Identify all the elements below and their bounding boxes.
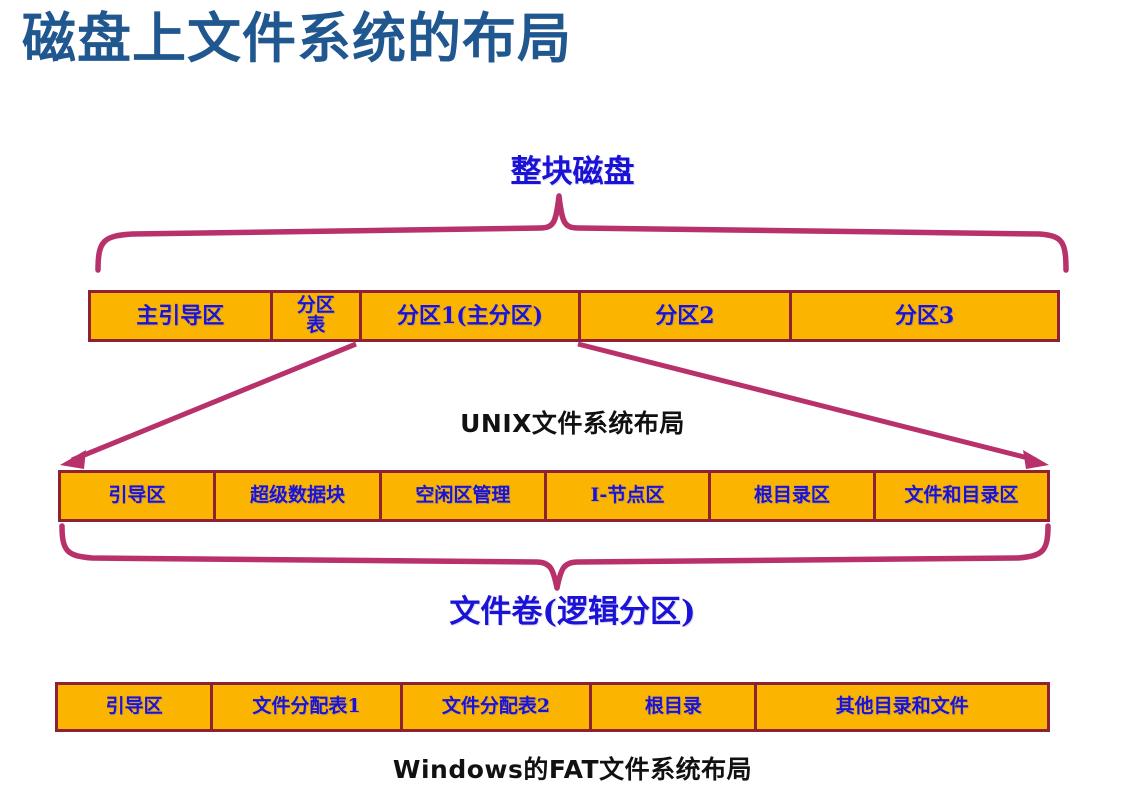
segment-cell: I-节点区 xyxy=(546,473,712,519)
segment-cell: 分区2 xyxy=(580,293,792,339)
segment-cell: 其他目录和文件 xyxy=(757,685,1047,729)
file-volume-label: 文件卷(逻辑分区) xyxy=(449,594,696,630)
segment-cell: 引导区 xyxy=(61,473,216,519)
whole-disk-brace xyxy=(95,193,1069,273)
segment-cell: 引导区 xyxy=(58,685,214,729)
segment-cell: 根目录区 xyxy=(711,473,876,519)
segment-cell: 分区3 xyxy=(792,293,1057,339)
segment-cell: 根目录 xyxy=(592,685,758,729)
segment-cell: 空闲区管理 xyxy=(382,473,547,519)
unix-layout-label: UNIX文件系统布局 xyxy=(460,409,685,438)
segment-cell: 文件分配表2 xyxy=(402,685,593,729)
fat-layout-label: Windows的FAT文件系统布局 xyxy=(392,755,753,784)
segment-cell: 分区表 xyxy=(272,293,362,339)
segment-cell: 文件和目录区 xyxy=(875,473,1047,519)
segment-cell: 文件分配表1 xyxy=(213,685,403,729)
whole-disk-label: 整块磁盘 xyxy=(510,154,635,190)
segment-cell: 主引导区 xyxy=(91,293,273,339)
segment-cell: 超级数据块 xyxy=(215,473,383,519)
segment-cell: 分区1(主分区) xyxy=(362,293,581,339)
file-volume-brace xyxy=(59,523,1051,591)
page-title: 磁盘上文件系统的布局 xyxy=(22,7,572,70)
